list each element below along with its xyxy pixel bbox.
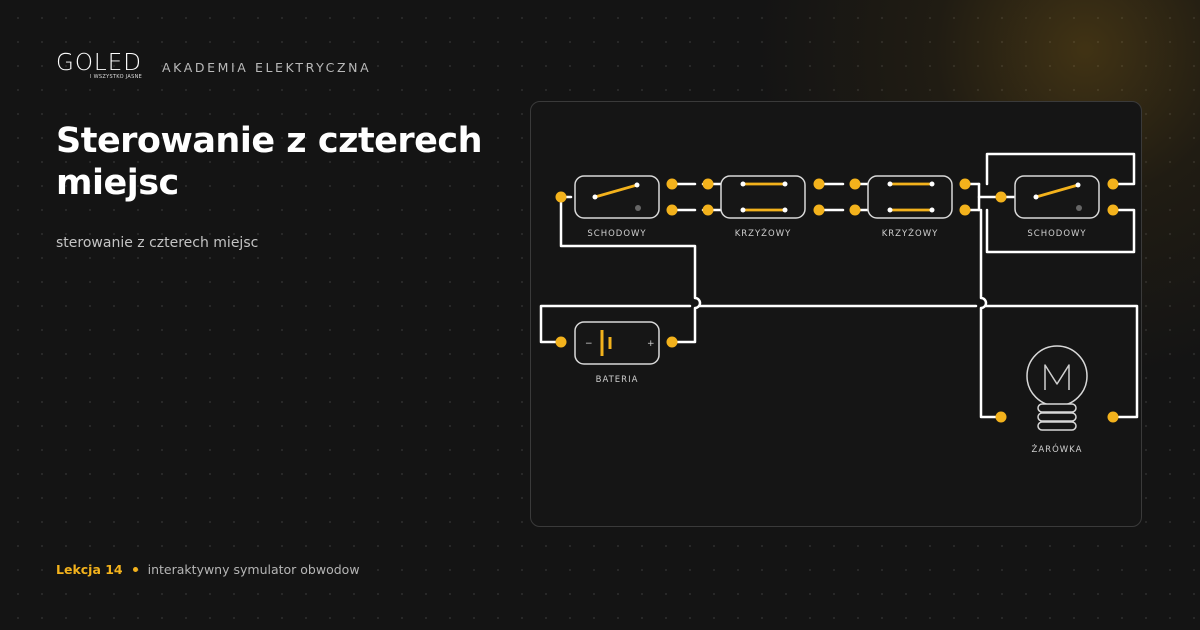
lesson-description: interaktywny symulator obwodow — [147, 562, 360, 577]
switch-schodowy-2[interactable]: SCHODOWY — [1014, 175, 1100, 239]
bullet-icon — [132, 567, 138, 572]
switch-krzyzowy-1[interactable]: KRZYŻOWY — [720, 175, 806, 239]
label-krzyzowy-2: KRZYŻOWY — [882, 228, 939, 239]
wire-switch-to-battery — [559, 195, 702, 344]
lesson-number: Lekcja 14 — [56, 562, 123, 577]
cross-2-terminals[interactable] — [849, 178, 971, 216]
wire-bottom-bus — [539, 304, 1139, 419]
academy-label: AKADEMIA ELEKTRYCZNA — [162, 59, 372, 75]
footer: Lekcja 14 interaktywny symulator obwodow — [56, 562, 360, 577]
circuit-simulator-panel[interactable]: SCHODOWY KRZYŻOWY KRZYŻOWY — [530, 101, 1142, 527]
cross-1-terminals[interactable] — [702, 178, 825, 216]
switch-1-terminals[interactable] — [555, 178, 678, 216]
label-schodowy-1: SCHODOWY — [587, 229, 646, 239]
goled-logo: GOLED I WSZYSTKO JASNE — [56, 50, 148, 84]
switch-schodowy-1[interactable]: SCHODOWY — [574, 175, 660, 239]
circuit-diagram[interactable]: SCHODOWY KRZYŻOWY KRZYŻOWY — [531, 102, 1143, 528]
battery-minus-label: − — [585, 339, 593, 349]
page-subtitle: sterowanie z czterech miejsc — [56, 235, 259, 251]
lightbulb[interactable]: ŻARÓWKA — [1026, 345, 1088, 455]
switch-2-terminals[interactable] — [995, 178, 1119, 216]
logo-text: GOLED — [56, 50, 142, 76]
bulb-terminals[interactable] — [995, 411, 1119, 423]
wire-to-bulb — [979, 208, 1001, 419]
label-bateria: BATERIA — [596, 375, 639, 385]
label-zarowka: ŻARÓWKA — [1032, 443, 1083, 455]
brand-header: GOLED I WSZYSTKO JASNE AKADEMIA ELEKTRYC… — [56, 50, 371, 84]
battery-plus-label: + — [647, 339, 655, 349]
label-krzyzowy-1: KRZYŻOWY — [735, 228, 792, 239]
label-schodowy-2: SCHODOWY — [1027, 229, 1086, 239]
battery[interactable]: − + BATERIA — [574, 321, 660, 385]
switch-krzyzowy-2[interactable]: KRZYŻOWY — [867, 175, 953, 239]
page-title: Sterowanie z czterech miejsc — [56, 121, 483, 203]
logo-tagline: I WSZYSTKO JASNE — [90, 74, 143, 80]
battery-terminals[interactable] — [555, 336, 678, 348]
